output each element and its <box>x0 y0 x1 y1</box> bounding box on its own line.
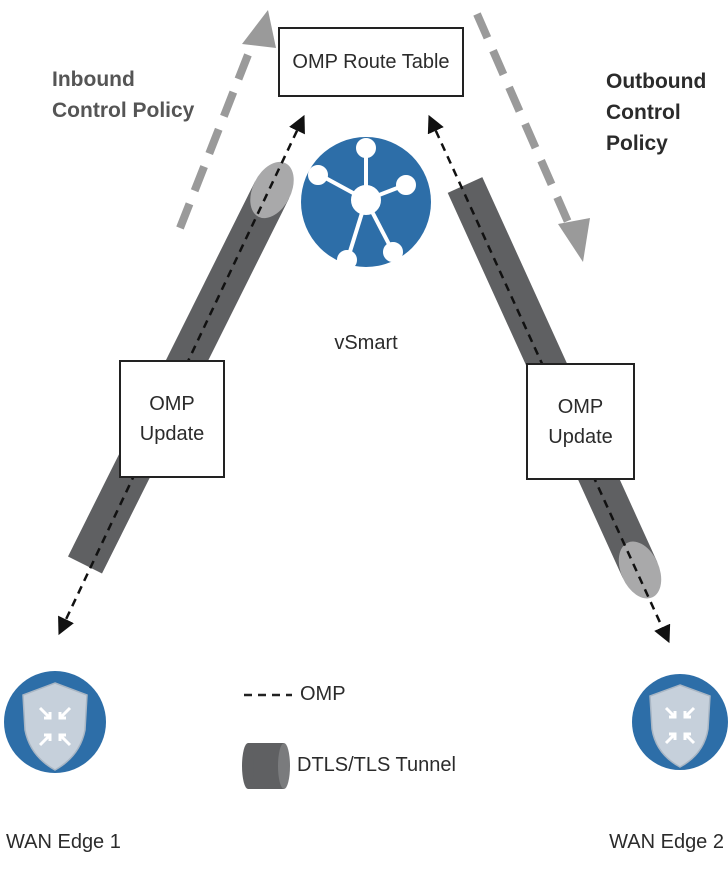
omp-update-left-line1: OMP <box>149 393 195 415</box>
omp-update-box-left: OMP Update <box>119 360 225 478</box>
omp-route-table-box: OMP Route Table <box>278 27 464 97</box>
inbound-control-policy-label: Inbound Control Policy <box>52 64 194 126</box>
inbound-line-2: Control Policy <box>52 99 195 122</box>
vsmart-hub-icon <box>308 138 416 270</box>
router-shield-icon <box>649 684 711 768</box>
wan-edge-1-node <box>4 671 106 773</box>
omp-update-right-line2: Update <box>548 425 613 448</box>
legend-omp-label: OMP <box>300 683 346 705</box>
omp-update-left-line2: Update <box>139 423 205 445</box>
outbound-control-policy-label: Outbound Control Policy <box>606 66 728 159</box>
outbound-line-1: Outbound <box>606 70 707 93</box>
legend-tunnel-label: DTLS/TLS Tunnel <box>297 754 456 776</box>
outbound-line-2: Control Policy <box>606 101 681 155</box>
vsmart-label: vSmart <box>334 332 398 354</box>
vsmart-node <box>301 137 431 270</box>
inbound-line-1: Inbound <box>52 68 135 91</box>
omp-route-table-label: OMP Route Table <box>292 51 450 73</box>
wan-edge-2-label: WAN Edge 2 <box>609 831 724 853</box>
router-shield-icon <box>22 682 88 771</box>
omp-update-box-right: OMP Update <box>526 363 635 480</box>
omp-update-right-line1: OMP <box>557 395 604 418</box>
legend-tunnel-swatch <box>242 743 290 789</box>
wan-edge-1-label: WAN Edge 1 <box>6 831 121 853</box>
wan-edge-2-node <box>632 674 728 770</box>
